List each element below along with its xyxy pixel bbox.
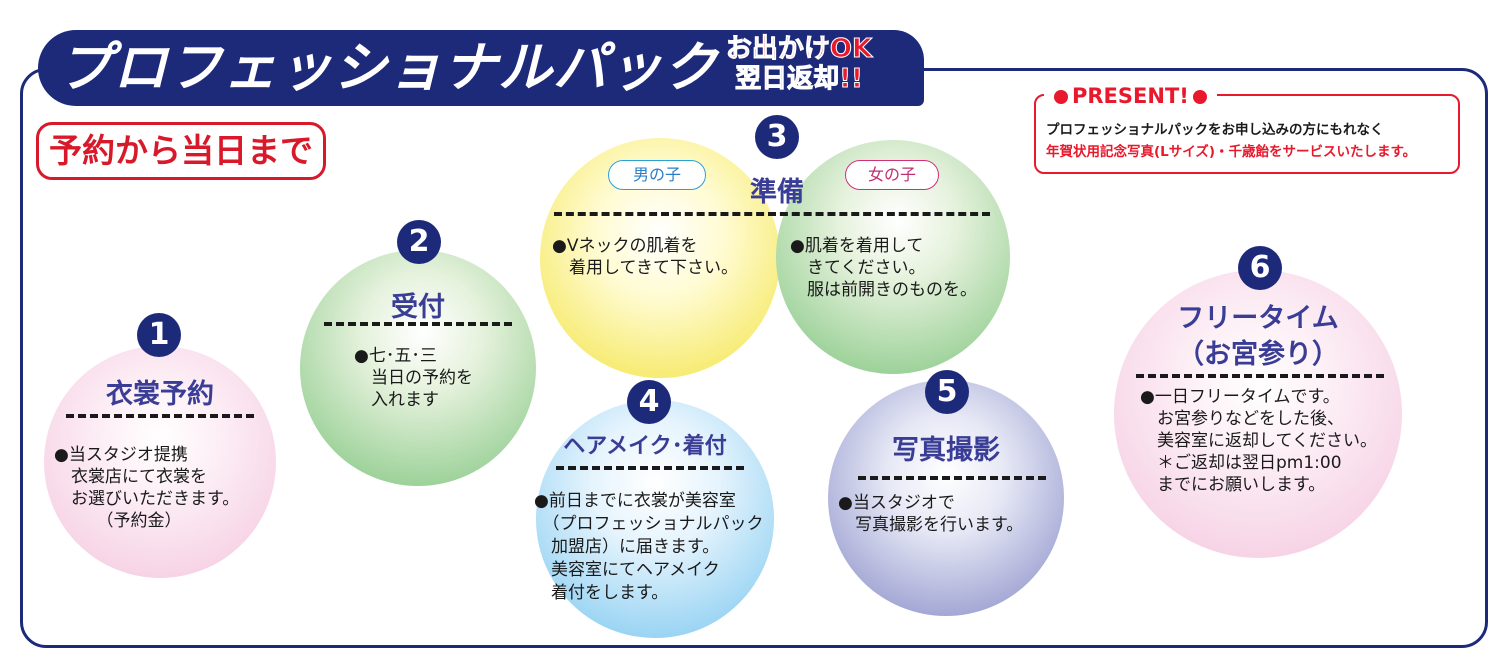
step-5-title: 写真撮影 (892, 435, 1000, 466)
step-1-title: 衣裳予約 (106, 379, 214, 410)
subtitle-line-2: 翌日返却!! (735, 64, 864, 95)
step-3-title: 準備 (750, 177, 804, 208)
red-dot-icon (1054, 90, 1068, 104)
present-heading-text: PRESENT! (1072, 84, 1189, 108)
step-5-divider (858, 476, 1046, 480)
step-4-divider (556, 466, 744, 470)
step-1-number: 1 (137, 313, 181, 357)
step-3-divider (554, 212, 990, 216)
step-1-text: ●当スタジオ提携 衣裳店にて衣裳を お選びいただきます。 （予約金） (54, 445, 240, 531)
step-1-circle (44, 346, 276, 578)
step-3-girl-text: ●肌着を着用して きてください。 服は前開きのものを。 (790, 236, 977, 300)
step-4-text: ●前日までに衣裳が美容室 （プロフェッショナルパック 加盟店）に届きます。 美容… (534, 491, 764, 603)
step-6-divider (1136, 374, 1384, 378)
step-4-number: 4 (627, 380, 671, 424)
step-2-text: ●七･五･三 当日の予約を 入れます (354, 346, 473, 410)
step-6-circle (1114, 270, 1402, 558)
subtitle-line-1: お出かけOK (725, 34, 873, 65)
step-3-boy-text: ●Vネックの肌着を 着用してきて下さい。 (552, 236, 738, 278)
step-2-title: 受付 (391, 292, 445, 323)
step-6-title-line-1: フリータイム (1177, 303, 1339, 334)
step-2-circle (300, 250, 536, 486)
step-3-number: 3 (755, 115, 799, 159)
step-5-text: ●当スタジオで 写真撮影を行います。 (838, 493, 1024, 535)
step-4-circle (536, 400, 774, 638)
step-1-divider (66, 414, 254, 418)
step-2-number: 2 (397, 220, 441, 264)
step-6-number: 6 (1238, 246, 1282, 290)
section-label: 予約から当日まで (36, 122, 326, 180)
red-dot-icon (1192, 90, 1207, 104)
step-6-title-line-2: （お宮参り） (1177, 339, 1339, 370)
step-5-circle (828, 380, 1064, 616)
step-6-text: ●一日フリータイムです。 お宮参りなどをした後、 美容室に返却してください。 ＊… (1140, 387, 1377, 495)
title-subtitle: お出かけOK 翌日返却!! (724, 34, 874, 95)
page-title: プロフェッショナルパック (58, 36, 718, 99)
present-line-2: 年賀状用記念写真(Lサイズ)・千歳飴をサービスいたします。 (1046, 144, 1417, 160)
title-banner (38, 30, 924, 106)
step-4-title: ヘアメイク･着付 (563, 434, 727, 459)
step-2-divider (324, 322, 512, 326)
present-heading: PRESENT! (1044, 83, 1217, 109)
step-5-number: 5 (925, 370, 969, 414)
boy-label: 男の子 (608, 160, 706, 190)
present-line-1: プロフェッショナルパックをお申し込みの方にもれなく (1046, 122, 1384, 138)
girl-label: 女の子 (845, 160, 939, 190)
